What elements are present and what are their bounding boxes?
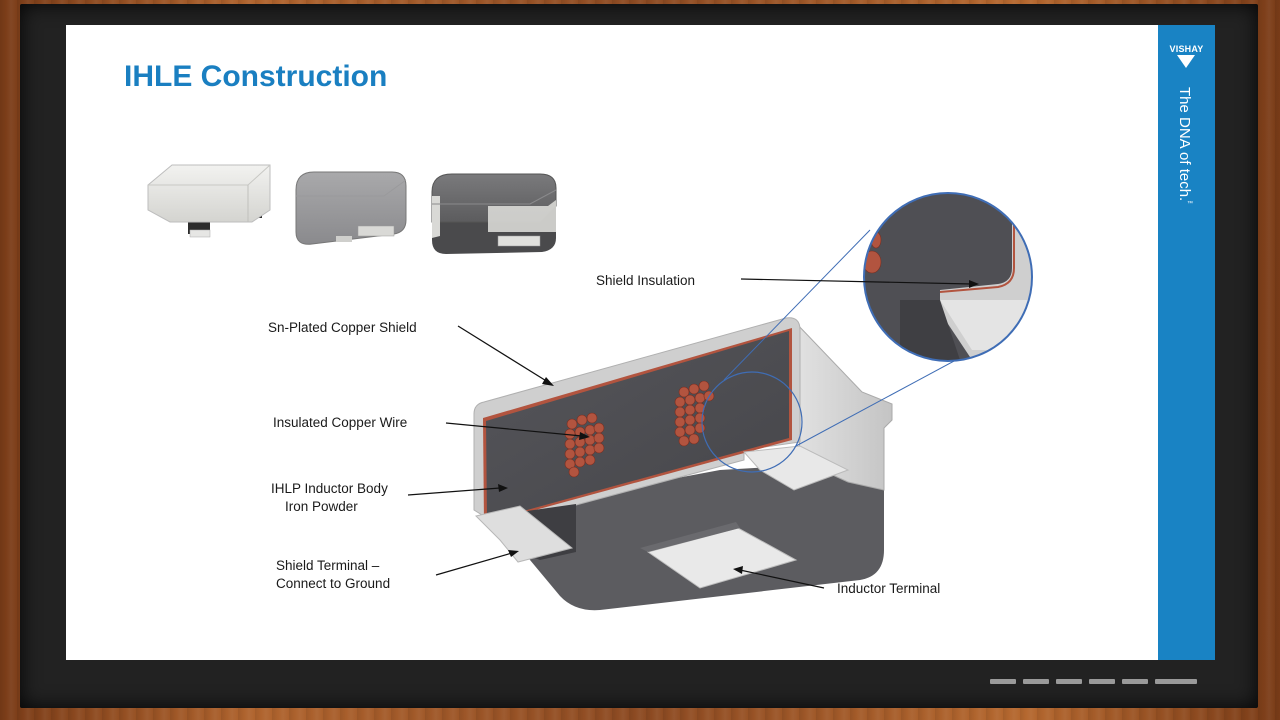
thumbnail-grey-body	[295, 171, 407, 245]
slide-title: IHLE Construction	[124, 60, 388, 93]
vishay-logo-icon	[1177, 55, 1195, 68]
label-shield-terminal-line2: Connect to Ground	[276, 576, 391, 591]
label-inductor-terminal: Inductor Terminal	[837, 581, 941, 596]
brand-strip: VISHAY The DNA of tech.™	[1158, 25, 1215, 660]
copper-wire-cluster-left	[564, 412, 605, 478]
copper-wire-cluster-right	[674, 380, 715, 447]
zoom-callout	[701, 229, 983, 473]
label-inductor-body: IHLP Inductor Body Iron Powder	[271, 480, 388, 516]
label-shield-terminal: Shield Terminal – Connect to Ground	[276, 557, 390, 593]
vishay-logo-text: VISHAY	[1169, 44, 1204, 54]
label-shield-insulation: Shield Insulation	[596, 273, 696, 288]
brand-tagline: The DNA of tech.™	[1176, 87, 1193, 208]
leader-lines	[407, 278, 979, 589]
label-inductor-body-line1: IHLP Inductor Body	[271, 481, 388, 496]
inductor-cutaway	[473, 317, 893, 611]
thumbnail-assembled	[431, 173, 557, 254]
chalk-tray	[990, 679, 1200, 685]
label-copper-wire: Insulated Copper Wire	[273, 415, 408, 430]
label-shield-terminal-line1: Shield Terminal –	[276, 558, 380, 573]
thumbnail-silver-shield	[147, 164, 271, 238]
label-copper-shield: Sn-Plated Copper Shield	[268, 320, 417, 335]
zoom-detail	[863, 192, 1033, 362]
label-inductor-body-line2: Iron Powder	[285, 499, 358, 514]
